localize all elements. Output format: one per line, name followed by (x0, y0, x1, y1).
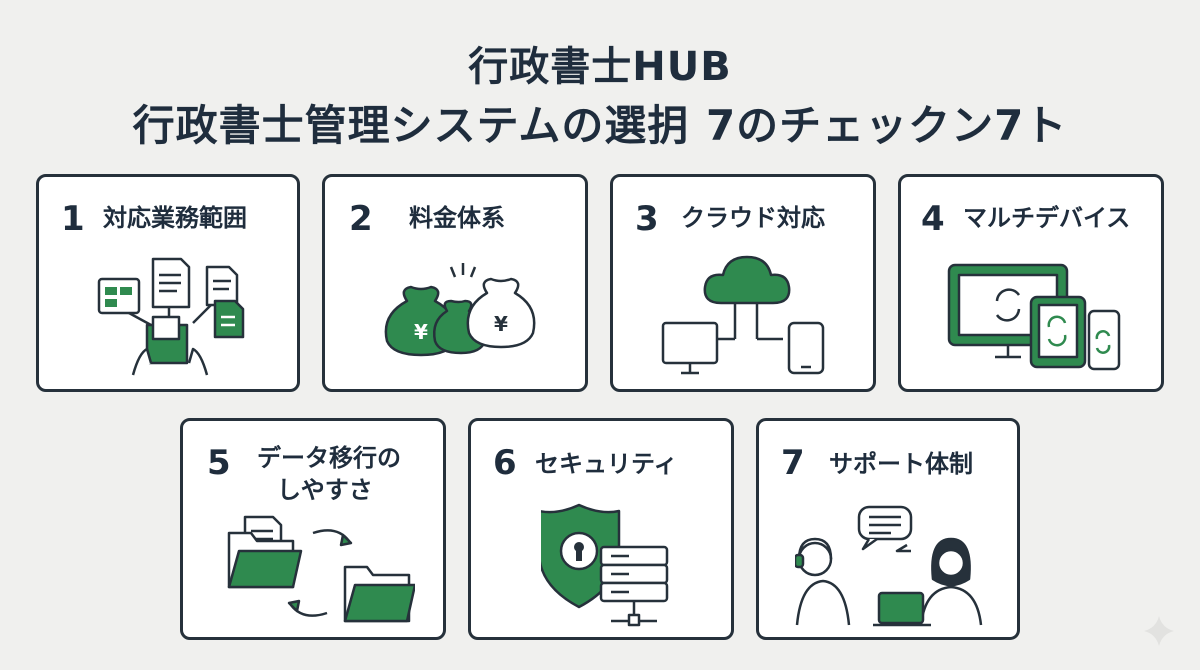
card-label: 料金体系 (409, 204, 505, 232)
card-label: クラウド対応 (681, 204, 825, 232)
card-label-line2: しやすさ (277, 476, 373, 504)
card-label: サポート体制 (829, 450, 973, 478)
data-migration-icon (227, 515, 415, 623)
card-number: 1 (61, 199, 85, 239)
sparkle-icon (1144, 616, 1174, 646)
checkpoint-card-5: 5 データ移行の しやすさ (180, 418, 446, 640)
page-subtitle: 行政書士管理システムの選抈 7のチェックン7ト (132, 101, 1068, 150)
checkpoint-card-7: 7 サポート体制 (756, 418, 1020, 640)
checkpoint-card-1: 1 対応業務範囲 (36, 174, 300, 392)
support-staff-icon (795, 505, 983, 627)
checkpoint-card-6: 6 セキュリティ (468, 418, 734, 640)
card-number: 2 (349, 199, 373, 239)
card-label-line1: データ移行の (257, 444, 401, 472)
documents-folder-icon (97, 257, 245, 376)
page-title: 行政書士HUB (468, 44, 732, 90)
checkpoint-card-2: 2 料金体系 ¥ ¥ (322, 174, 588, 392)
svg-text:¥: ¥ (414, 320, 428, 344)
svg-text:¥: ¥ (494, 312, 508, 336)
checkpoint-card-4: 4 マルチデバイス (898, 174, 1164, 392)
security-shield-server-icon (541, 503, 669, 627)
card-number: 7 (781, 443, 805, 483)
card-label: マルチデバイス (963, 204, 1131, 232)
card-number: 6 (493, 443, 517, 483)
card-label: セキュリティ (535, 450, 678, 478)
card-number: 3 (635, 199, 659, 239)
card-label: 対応業務範囲 (103, 204, 247, 232)
checkpoint-card-3: 3 クラウド対応 (610, 174, 876, 392)
multi-device-sync-icon (947, 263, 1121, 371)
money-bags-icon: ¥ ¥ (384, 263, 536, 357)
cloud-devices-icon (661, 255, 825, 375)
card-number: 5 (207, 443, 231, 483)
card-number: 4 (921, 199, 945, 239)
